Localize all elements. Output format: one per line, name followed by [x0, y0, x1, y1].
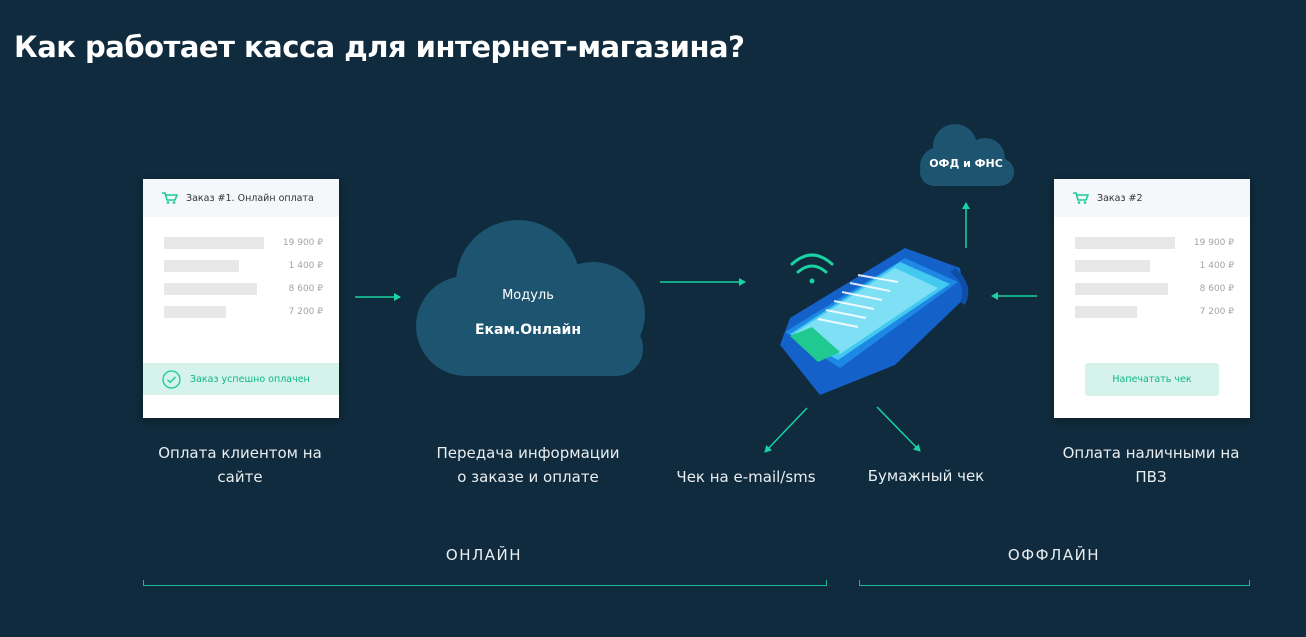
module-cloud: Модуль Екам.Онлайн: [408, 216, 648, 378]
order-item: 19 900 ₽: [164, 231, 323, 254]
section-online-label: ОНЛАЙН: [445, 546, 523, 564]
cart-icon: [162, 192, 178, 204]
order-item: 1 400 ₽: [1075, 254, 1234, 277]
item-price: 7 200 ₽: [1199, 306, 1234, 317]
order-items: 19 900 ₽ 1 400 ₽ 8 600 ₽ 7 200 ₽: [1054, 217, 1250, 323]
ofd-label: ОФД и ФНС: [929, 157, 1003, 170]
item-price: 1 400 ₽: [288, 260, 323, 271]
item-price: 8 600 ₽: [1199, 283, 1234, 294]
order-item: 7 200 ₽: [1075, 300, 1234, 323]
cloud-icon: [416, 220, 645, 376]
payment-success-status: Заказ успешно оплачен: [143, 363, 339, 395]
cart-icon: [1073, 192, 1089, 204]
card-header: Заказ #2: [1054, 179, 1250, 217]
order-item: 19 900 ₽: [1075, 231, 1234, 254]
item-price: 1 400 ₽: [1199, 260, 1234, 271]
caption-cash-payment: Оплата наличными на ПВЗ: [1062, 444, 1240, 486]
online-order-card: Заказ #1. Онлайн оплата 19 900 ₽ 1 400 ₽…: [143, 179, 339, 418]
item-price: 19 900 ₽: [1193, 237, 1234, 248]
order-item: 8 600 ₽: [164, 277, 323, 300]
section-online-bracket: [143, 580, 827, 586]
section-offline-bracket: [859, 580, 1250, 586]
caption-paper-receipt: Бумажный чек: [867, 467, 985, 485]
module-label: Модуль: [502, 288, 554, 303]
offline-order-card: Заказ #2 19 900 ₽ 1 400 ₽ 8 600 ₽ 7 200 …: [1054, 179, 1250, 418]
check-circle-icon: [162, 369, 181, 389]
item-price: 8 600 ₽: [288, 283, 323, 294]
card-header: Заказ #1. Онлайн оплата: [143, 179, 339, 217]
order-item: 8 600 ₽: [1075, 277, 1234, 300]
caption-transfer: Передача информации о заказе и оплате: [436, 444, 620, 486]
module-name: Екам.Онлайн: [474, 322, 582, 338]
page-title: Как работает касса для интернет-магазина…: [14, 30, 745, 64]
caption-email-receipt: Чек на e-mail/sms: [676, 468, 816, 486]
flow-arrows: [355, 202, 1037, 453]
item-price: 19 900 ₽: [282, 237, 323, 248]
ofd-cloud: ОФД и ФНС: [917, 122, 1015, 188]
print-receipt-button[interactable]: Напечатать чек: [1085, 363, 1219, 396]
caption-client-payment: Оплата клиентом на сайте: [158, 444, 322, 486]
payment-terminal-icon: [780, 248, 969, 395]
arrow-to-paper: [876, 406, 921, 452]
card-header-text: Заказ #2: [1097, 192, 1143, 204]
order-item: 7 200 ₽: [164, 300, 323, 323]
order-item: 1 400 ₽: [164, 254, 323, 277]
order-items: 19 900 ₽ 1 400 ₽ 8 600 ₽ 7 200 ₽: [143, 217, 339, 323]
card-header-text: Заказ #1. Онлайн оплата: [186, 192, 314, 204]
status-text: Заказ успешно оплачен: [190, 373, 310, 385]
item-price: 7 200 ₽: [288, 306, 323, 317]
cloud-icon: [920, 124, 1014, 186]
section-offline-label: ОФФЛАЙН: [1007, 546, 1101, 564]
arrow-to-email: [764, 407, 808, 453]
wifi-icon: [790, 253, 834, 284]
